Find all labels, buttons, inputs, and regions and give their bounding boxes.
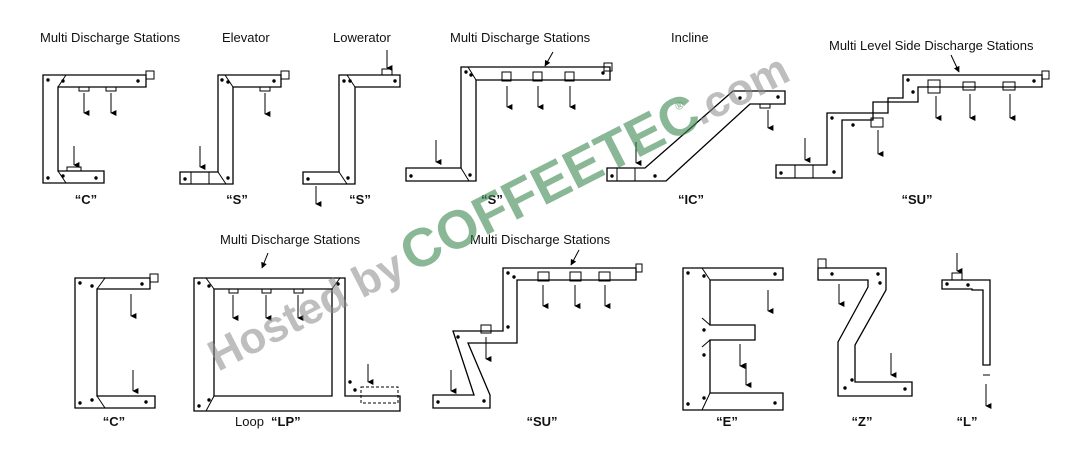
- config-c2-code: “C”: [103, 414, 125, 429]
- config-ic-title: Incline: [671, 30, 709, 45]
- config-su2-title: Multi Discharge Stations: [470, 232, 611, 247]
- config-ic-incline: Incline “IC”: [606, 30, 786, 207]
- config-lp-loop: Multi Discharge Stations Loop “LP”: [193, 232, 401, 429]
- config-s-multi-code: “S”: [481, 192, 503, 207]
- config-c-multi-discharge: Multi Discharge Stations “C”: [40, 30, 181, 207]
- conveyor-s-multi-outline: [405, 66, 611, 182]
- conveyor-c-outline: [42, 74, 147, 184]
- conveyor-l-outline: [941, 279, 991, 366]
- config-s-elevator: Elevator “S”: [179, 30, 290, 207]
- watermark-hosted: Hosted by: [200, 240, 412, 380]
- config-su1-code: “SU”: [901, 192, 932, 207]
- config-c: “C”: [74, 273, 159, 429]
- conveyor-lp-outer: [193, 277, 401, 412]
- conveyor-e-outline: [682, 267, 784, 411]
- watermark-brand: COFFEETEC: [390, 82, 709, 284]
- config-e: “E”: [682, 267, 784, 429]
- conveyor-c2-outline: [74, 277, 156, 409]
- conveyor-lp-inner: [213, 288, 333, 397]
- conveyor-su1-outline: [775, 74, 1043, 179]
- config-ic-code: “IC”: [678, 192, 704, 207]
- config-s-lowerator-code: “S”: [349, 192, 371, 207]
- config-su-multi-level: Multi Level Side Discharge Stations “SU”: [775, 38, 1050, 207]
- config-su-multi-discharge: Multi Discharge Stations “SU”: [432, 232, 643, 429]
- config-z-code: “Z”: [852, 414, 873, 429]
- config-lp-title: Multi Discharge Stations: [220, 232, 361, 247]
- watermark-domain: .com: [683, 45, 797, 135]
- config-lp-prefix: Loop: [235, 414, 264, 429]
- config-l-code: “L”: [957, 414, 978, 429]
- config-s-multi-discharge: Multi Discharge Stations “S”: [405, 30, 613, 207]
- config-lp-code: “LP”: [271, 414, 301, 429]
- config-s-multi-title: Multi Discharge Stations: [450, 30, 591, 45]
- config-s-elevator-code: “S”: [226, 192, 248, 207]
- config-su1-title: Multi Level Side Discharge Stations: [829, 38, 1034, 53]
- config-s-elevator-title: Elevator: [222, 30, 270, 45]
- config-s-lowerator: Lowerator “S”: [302, 30, 401, 207]
- conveyor-s-lowerator-outline: [302, 74, 401, 185]
- config-su2-code: “SU”: [526, 414, 557, 429]
- conveyor-z-outline: [817, 267, 913, 397]
- config-l: “L”: [941, 253, 992, 429]
- config-s-lowerator-title: Lowerator: [333, 30, 391, 45]
- config-c-code: “C”: [75, 192, 97, 207]
- config-e-code: “E”: [716, 414, 738, 429]
- config-c-title: Multi Discharge Stations: [40, 30, 181, 45]
- conveyor-su2-outline: [432, 267, 637, 409]
- config-z: “Z”: [817, 258, 913, 429]
